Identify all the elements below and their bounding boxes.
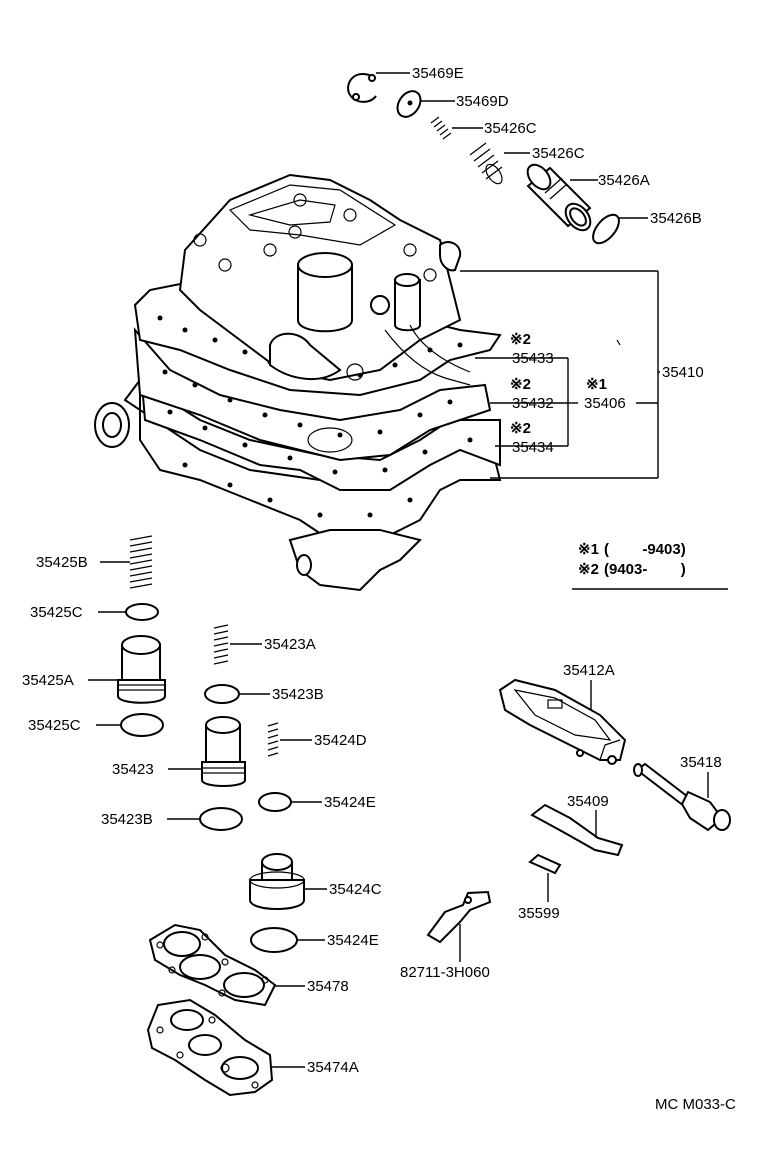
diagram-code: MC M033-C [655, 1096, 736, 1113]
label-35406: 35406 [584, 395, 626, 412]
spring-35425B [129, 535, 153, 589]
bracket-82711 [426, 890, 492, 944]
label-35425C-2: 35425C [28, 717, 81, 734]
spring-35426C-small [430, 116, 452, 140]
label-35424E-2: 35424E [327, 932, 379, 949]
label-35599: 35599 [518, 905, 560, 922]
note1-mark: ※1 [578, 541, 599, 558]
cover-35412A [498, 678, 627, 765]
label-35412A: 35412A [563, 662, 615, 679]
mark-35434: ※2 [510, 420, 531, 437]
label-82711-3H060: 82711-3H060 [400, 964, 490, 981]
mark-35432: ※2 [510, 376, 531, 393]
pipe-35418 [633, 762, 731, 832]
spring-35423A [213, 624, 229, 665]
label-35423B-2: 35423B [101, 811, 153, 828]
plunger-35423 [201, 716, 246, 787]
label-35424C: 35424C [329, 881, 382, 898]
label-35469E: 35469E [412, 65, 464, 82]
spring-35426C-large [469, 142, 503, 185]
clip-35599 [528, 853, 562, 875]
plunger-35425A [117, 635, 166, 704]
label-35409: 35409 [567, 793, 609, 810]
note1-text: ( -9403) [604, 541, 686, 558]
label-35478: 35478 [307, 978, 349, 995]
label-35425B: 35425B [36, 554, 88, 571]
gasket-35478 [148, 923, 277, 1007]
label-35424D: 35424D [314, 732, 367, 749]
washer-35469D [396, 90, 422, 118]
valve-body-assembly [94, 173, 502, 592]
o-ring-35423B-2 [199, 807, 243, 831]
label-35474A: 35474A [307, 1059, 359, 1076]
label-35425C-1: 35425C [30, 604, 83, 621]
label-35426C-1: 35426C [484, 120, 537, 137]
label-35426A: 35426A [598, 172, 650, 189]
note2-text: (9403- ) [604, 561, 686, 578]
plate-35409 [530, 803, 624, 857]
piston-35426A [526, 163, 592, 232]
o-ring-35425C-2 [120, 713, 164, 737]
label-35423B-1: 35423B [272, 686, 324, 703]
note2-mark: ※2 [578, 561, 599, 578]
mark-35433: ※2 [510, 331, 531, 348]
label-35423: 35423 [112, 761, 154, 778]
plunger-35424C [249, 853, 305, 910]
o-ring-35423B-1 [204, 684, 240, 704]
label-35426B: 35426B [650, 210, 702, 227]
o-ring-35424E-2 [250, 927, 298, 953]
label-35432: 35432 [512, 395, 554, 412]
mark-35406: ※1 [586, 376, 607, 393]
label-35424E-1: 35424E [324, 794, 376, 811]
label-35433: 35433 [512, 350, 554, 367]
label-35426C-2: 35426C [532, 145, 585, 162]
o-ring-35425C-1 [125, 603, 159, 621]
label-35434: 35434 [512, 439, 554, 456]
label-35418: 35418 [680, 754, 722, 771]
o-ring-35424E-1 [258, 792, 292, 812]
label-35410: 35410 [662, 364, 704, 381]
spring-35424D [267, 722, 279, 757]
label-35469D: 35469D [456, 93, 509, 110]
cover-35474A [146, 998, 274, 1097]
snap-ring-35469E [347, 73, 377, 103]
label-35425A: 35425A [22, 672, 74, 689]
o-ring-35426B [592, 213, 620, 245]
label-35423A: 35423A [264, 636, 316, 653]
